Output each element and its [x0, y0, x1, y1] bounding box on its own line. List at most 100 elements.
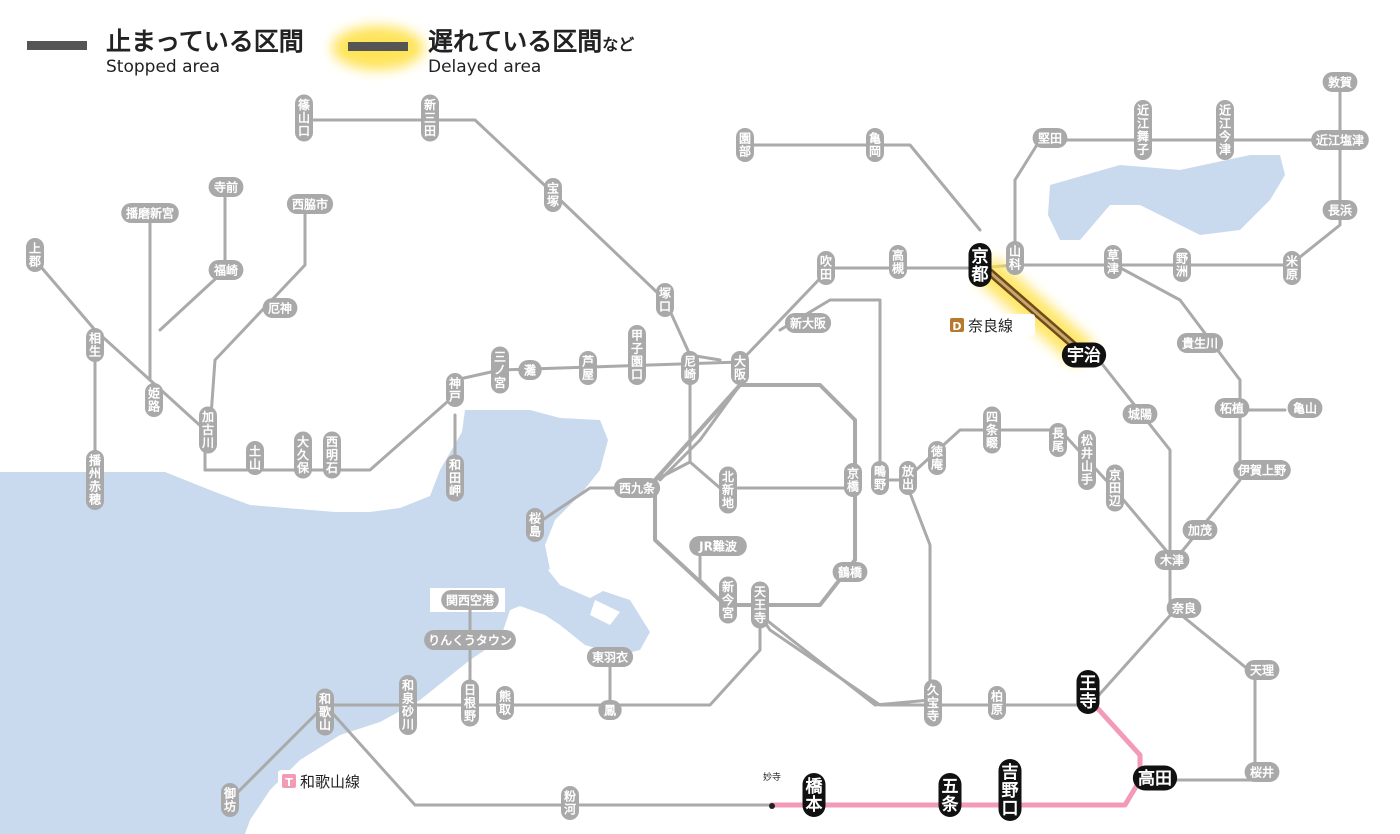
station-label-nishiwakishi: 西脇市: [292, 196, 328, 211]
station-osaka: 大阪: [731, 351, 749, 385]
station-label-omiimazu: 近江今津: [1218, 103, 1232, 157]
station-label-tsuruga: 敦賀: [1328, 74, 1352, 89]
station-kyoto: 京都: [968, 243, 992, 287]
station-label-katata: 堅田: [1038, 131, 1062, 145]
station-kashiwara: 柏原: [988, 686, 1006, 720]
station-kameyama: 亀山: [1287, 398, 1323, 418]
station-marker-kyoto: [968, 243, 992, 287]
station-marker-takatsuki: [889, 245, 907, 279]
station-omishiotsu: 近江塩津: [1311, 130, 1369, 150]
station-marker-kizu: [1154, 550, 1190, 570]
delayed-legend-title: 遅れている区間など: [428, 27, 634, 56]
station-marker-nagahama: [1322, 200, 1358, 220]
station-marker-nara: [1166, 598, 1202, 618]
station-kyobashi: 京橋: [844, 463, 862, 497]
station-marker-takada: [1132, 765, 1178, 791]
stations-layer: 篠山口新三田宝塚園部亀岡堅田近江舞子近江今津敦賀近江塩津長浜米原野洲草津山科高槻…: [26, 72, 1369, 821]
station-igaueno: 伊賀上野: [1233, 460, 1291, 480]
station-marker-wadamisaki: [446, 454, 464, 502]
station-marker-tenri: [1244, 660, 1280, 680]
station-kakogawa: 加古川: [199, 406, 217, 454]
station-ashiya: 芦屋: [579, 351, 597, 385]
station-label-myoji: 妙寺: [763, 771, 781, 783]
station-marker-osaka: [731, 351, 749, 385]
station-marker-shigino: [871, 461, 889, 495]
station-banshuako: 播州赤穂: [86, 450, 104, 510]
station-marker-gobo: [221, 783, 239, 817]
station-label-kamigori: 上郡: [28, 241, 41, 269]
station-marker-kamo: [1182, 520, 1218, 540]
station-marker-kakogawa: [199, 406, 217, 454]
station-marker-higashihagoromo: [586, 647, 634, 667]
station-label-kobe: 神戸: [449, 376, 461, 404]
station-label-tokuan: 徳庵: [930, 444, 944, 472]
station-label-kusatsu: 草津: [1107, 248, 1119, 276]
station-matsuiyamate: 松井山手: [1078, 430, 1096, 490]
station-tsuruhashi: 鶴橋: [832, 562, 868, 582]
station-kamo: 加茂: [1182, 520, 1218, 540]
svg-text:和歌山線: 和歌山線: [300, 773, 360, 791]
station-gobo: 御坊: [221, 783, 239, 817]
station-marker-nishikujo: [613, 478, 661, 498]
station-marker-tokuan: [928, 441, 946, 475]
station-label-kakogawa: 加古川: [201, 409, 214, 450]
station-kyotanabe: 京田辺: [1106, 464, 1124, 512]
station-label-shinsanda: 新三田: [424, 97, 436, 138]
station-hineno: 日根野: [461, 679, 479, 727]
station-marker-teramae: [208, 177, 244, 197]
station-marker-shinsanda: [421, 94, 439, 142]
station-wakayama: 和歌山: [316, 688, 334, 736]
station-label-kashiwara: 柏原: [991, 689, 1003, 717]
station-izumisunagawa: 和泉砂川: [399, 675, 417, 735]
station-label-kamo: 加茂: [1187, 522, 1212, 537]
station-label-kokawa: 粉河: [563, 789, 576, 817]
myoji-dot: [769, 803, 775, 809]
station-nishiwakishi: 西脇市: [286, 194, 334, 214]
station-marker-kashiwara: [988, 686, 1006, 720]
station-marker-matsuiyamate: [1078, 430, 1096, 490]
station-sakurajima: 桜島: [526, 508, 544, 542]
station-marker-sonobe: [736, 128, 754, 162]
station-marker-tsukaguchi: [656, 283, 674, 317]
station-marker-tsuruga: [1322, 72, 1358, 92]
delayed-legend-swatch: [348, 42, 408, 51]
station-tsuge: 柘植: [1214, 398, 1250, 418]
station-marker-rinkutown: [424, 630, 516, 650]
station-marker-omimaiko: [1134, 100, 1152, 160]
station-shigino: 鴫野: [871, 461, 889, 495]
station-nagao: 長尾: [1049, 423, 1067, 457]
station-label-fukusaki: 福崎: [213, 262, 238, 277]
station-label-sannomiya: 三ノ宮: [494, 350, 506, 390]
station-label-tsukaguchi: 塚口: [659, 287, 671, 314]
station-fukusaki: 福崎: [208, 260, 244, 280]
station-marker-sakurai: [1244, 762, 1280, 782]
station-marker-hanaten: [899, 461, 917, 495]
station-label-shijonawate: 四条畷: [985, 410, 999, 450]
station-marker-kyuhoji: [924, 679, 942, 727]
station-marker-yakujin: [262, 298, 298, 318]
station-label-kameyama: 亀山: [1293, 400, 1317, 415]
station-amagasaki: 尼崎: [681, 351, 699, 385]
station-label-nagao: 長尾: [1052, 426, 1065, 454]
station-marker-nada: [518, 360, 542, 380]
station-marker-nishiakashi: [323, 431, 341, 479]
station-label-takarazuka: 宝塚: [547, 181, 559, 209]
station-koshienguchi: 甲子園口: [628, 325, 646, 385]
station-sannomiya: 三ノ宮: [491, 346, 509, 394]
station-wadamisaki: 和田岬: [446, 454, 464, 502]
station-marker-hineno: [461, 679, 479, 727]
station-marker-hashimoto: [802, 773, 826, 817]
station-marker-kansaikuko: [441, 590, 499, 610]
svg-text:T: T: [285, 776, 293, 789]
station-marker-kokawa: [561, 786, 579, 820]
station-marker-tsuruhashi: [832, 562, 868, 582]
station-teramae: 寺前: [208, 177, 244, 197]
station-marker-yoshinoguchi: [998, 759, 1022, 821]
station-marker-suita: [817, 251, 835, 285]
station-aioi: 相生: [86, 328, 104, 362]
station-label-uji: 宇治: [1067, 345, 1101, 366]
station-label-kansaikuko: 関西空港: [446, 592, 495, 607]
station-marker-tsuge: [1214, 398, 1250, 418]
station-label-suita: 吹田: [820, 254, 833, 282]
station-maibara: 米原: [1283, 251, 1301, 285]
